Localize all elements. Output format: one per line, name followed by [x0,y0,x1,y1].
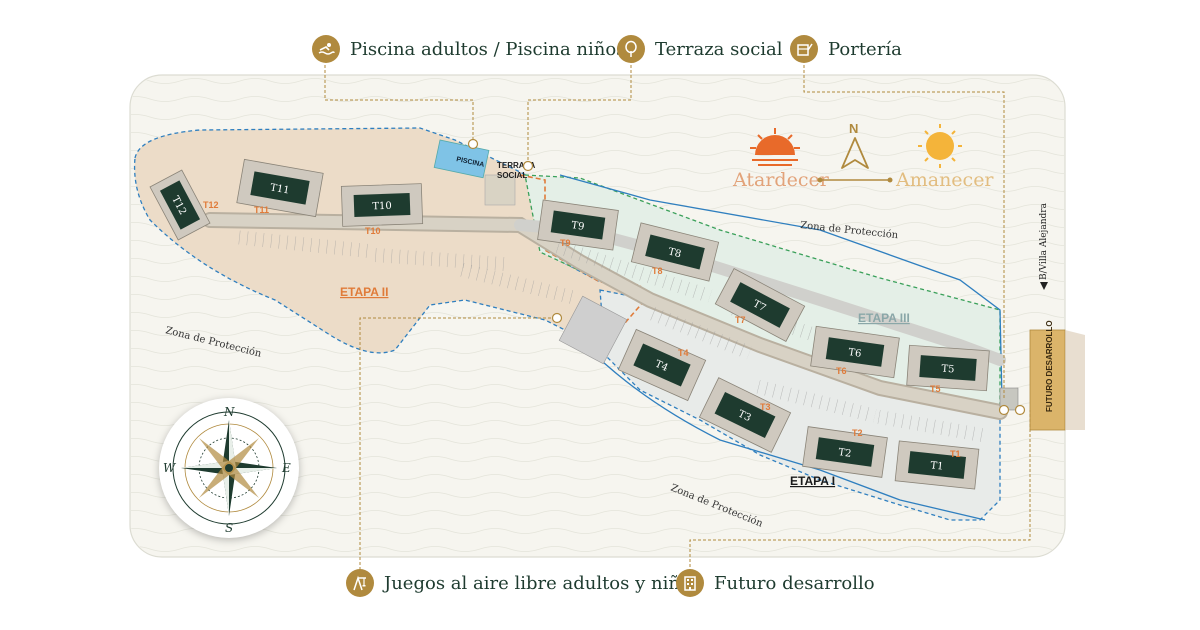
svg-text:T1: T1 [930,460,944,472]
svg-text:T12: T12 [169,195,188,217]
etapa-1-area [599,289,1001,521]
main-road [202,212,1008,420]
etapa-2-label: ETAPA II [340,285,388,299]
road-label: B/Villa Alejandra [1039,202,1049,280]
tag-t11: T11 [254,205,269,215]
svg-text:N: N [849,121,858,136]
compass-w: W [163,461,177,475]
etapa-3-label: ETAPA III [858,311,910,325]
etapa-2-area [133,127,651,354]
legend-pool: Piscina adultos / Piscina niños [312,35,625,63]
leader-pool [324,65,474,142]
leader-gatehouse [803,65,1005,400]
tower-t2: T2 [802,426,888,478]
legend-future-label: Futuro desarrollo [714,572,875,594]
svg-text:T3: T3 [736,409,753,425]
sunrise-icon [918,124,962,168]
compass-n: N [223,405,235,419]
guard-booth-icon [790,35,818,63]
tower-t8: T8 [630,222,720,282]
building-icon [676,569,704,597]
svg-text:T9: T9 [571,220,585,233]
svg-text:T6: T6 [848,347,862,360]
svg-text:T7: T7 [751,298,768,314]
svg-text:T2: T2 [838,447,852,460]
compass-e: E [281,461,291,475]
legend-pool-label: Piscina adultos / Piscina niños [350,38,626,60]
tower-t9: T9 [537,199,619,251]
leader-future [689,410,1031,572]
svg-text:T4: T4 [653,359,669,374]
tag-t12: T12 [203,200,219,210]
leader-terrace [527,65,632,165]
future-development-label: FUTURO DESARROLLO [1045,320,1054,412]
terrace-label-2: SOCIAL [497,171,527,180]
tower-t1: T1 [894,440,980,490]
pool-label: PISCINA [456,156,485,169]
pool [433,139,490,179]
tag-t10: T10 [365,226,381,236]
tag-t8: T8 [652,266,663,276]
sunset-icon [750,128,800,166]
playground-plaza [558,295,628,365]
tower-t7: T7 [714,268,806,342]
tower-t12: T12 [149,169,211,241]
legend-terrace-label: Terraza social [655,38,783,60]
tag-t6: T6 [836,366,847,376]
legend-playground-label: Juegos al aire libre adultos y niños [384,572,701,594]
legend-future: Futuro desarrollo [676,569,875,597]
svg-text:T8: T8 [667,247,682,261]
playground-icon [346,569,374,597]
tower-t11: T11 [236,158,324,218]
tag-t5: T5 [930,384,941,394]
tower-t10: T10 [340,183,424,227]
zone-label-bottom: Zona de Protección [669,483,765,530]
tree-icon [617,35,645,63]
tag-t2: T2 [852,428,863,438]
tower-t3: T3 [698,377,792,453]
north-arrow-icon: N [841,121,869,169]
tower-t5: T5 [906,344,990,392]
map-frame [129,74,1066,558]
tag-t3: T3 [760,402,771,412]
tag-t7: T7 [735,315,746,325]
zone-label-top: Zona de Protección [800,220,900,241]
zone-label-left: Zona de Protección [164,325,263,360]
future-development [1029,329,1066,431]
svg-text:T11: T11 [269,182,290,196]
etapa-1-label: ETAPA I [790,474,835,488]
legend-gatehouse: Portería [790,35,902,63]
terrace-label-1: TERRAZA [497,161,535,170]
leader-playground [359,317,557,570]
svg-text:T5: T5 [941,364,955,376]
tower-t6: T6 [810,325,900,379]
svg-text:T10: T10 [372,201,392,213]
tag-t1: T1 [950,449,961,459]
etapa-3-area [524,174,1001,411]
gatehouse [999,387,1019,411]
sunrise-label: Amanecer [895,169,994,191]
legend-playground: Juegos al aire libre adultos y niños [346,569,700,597]
sunset-label: Atardecer [732,169,830,191]
swimmer-icon [312,35,340,63]
tower-t4: T4 [617,328,707,402]
tag-t4: T4 [678,348,689,358]
compass-s: S [225,521,233,535]
compass-rose: N S E W [159,398,299,538]
tag-t9: T9 [560,238,571,248]
legend-gatehouse-label: Portería [828,38,902,60]
legend-terrace: Terraza social [617,35,783,63]
